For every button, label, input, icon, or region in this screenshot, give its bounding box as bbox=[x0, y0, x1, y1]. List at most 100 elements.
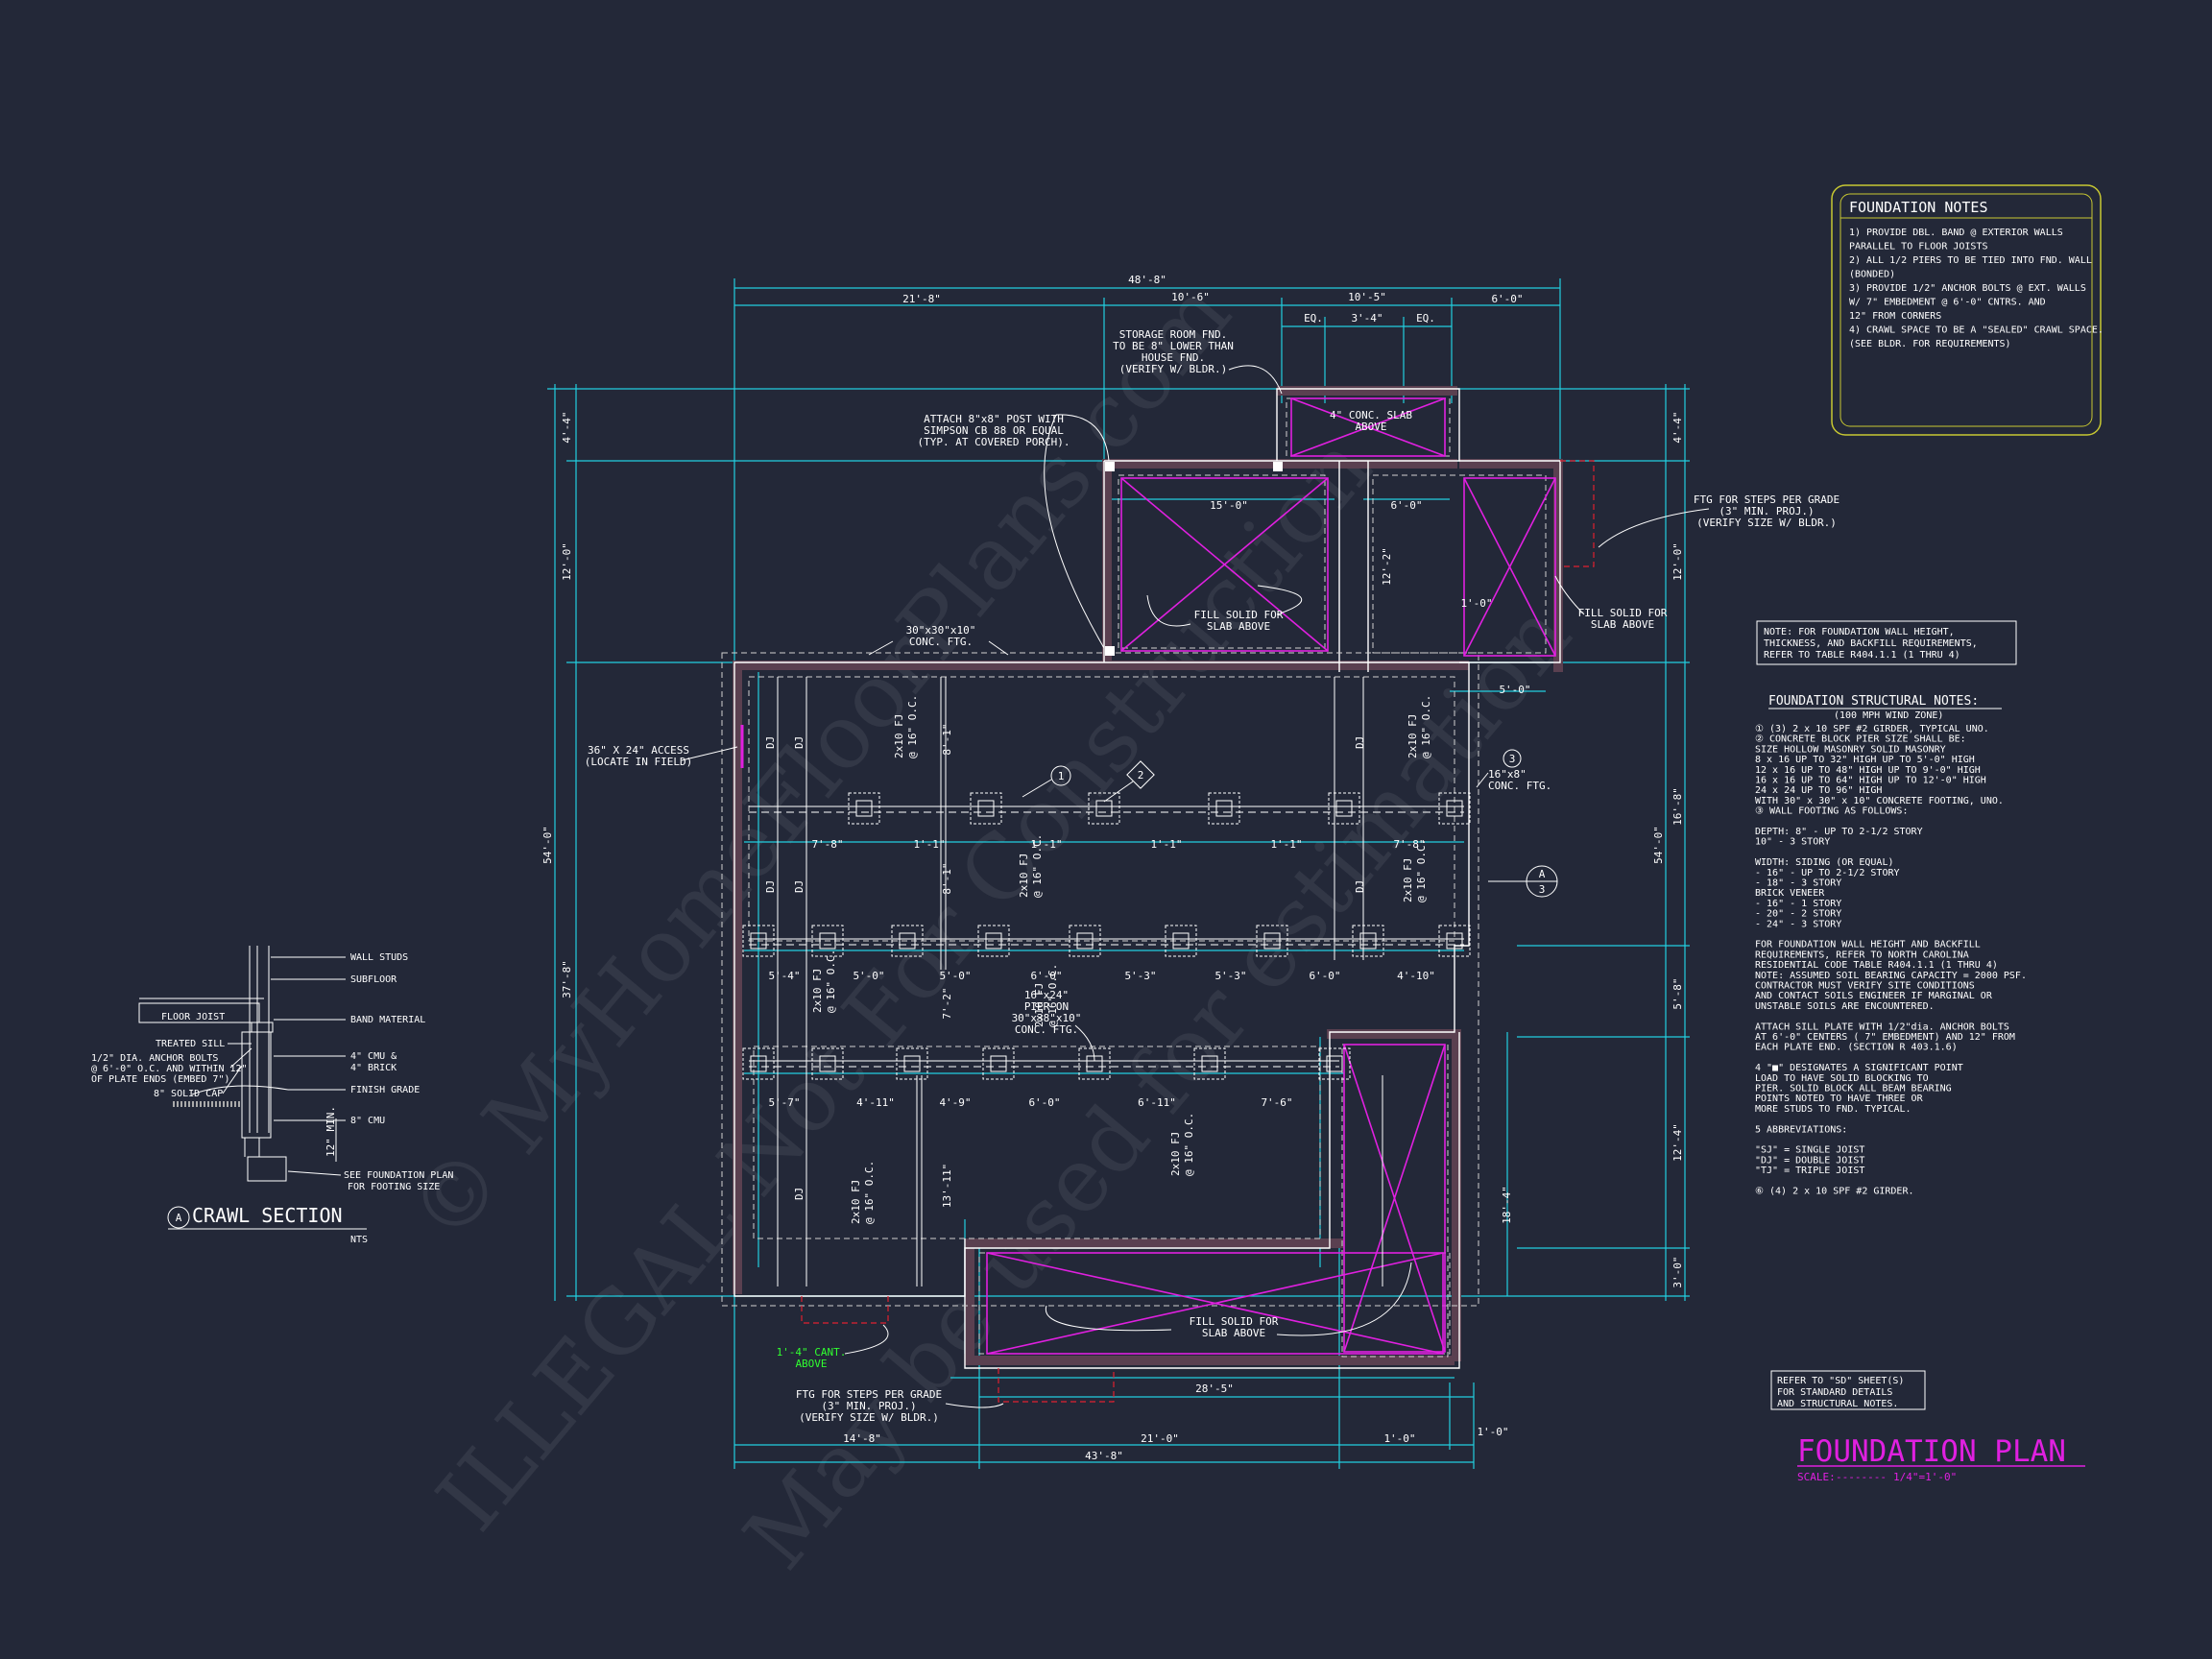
foundation-note-line: PARALLEL TO FLOOR JOISTS bbox=[1849, 242, 1988, 252]
pier-footing bbox=[1328, 792, 1360, 825]
dim-inner-1: 1'-0" bbox=[1460, 597, 1492, 610]
structural-note-line: CONTRACTOR MUST VERIFY SITE CONDITIONS bbox=[1755, 981, 1975, 992]
pier-footing bbox=[742, 1047, 775, 1080]
storage-note: STORAGE ROOM FND. bbox=[1119, 328, 1228, 341]
access-note: 36" X 24" ACCESS bbox=[588, 744, 689, 757]
structural-note-line: ② CONCRETE BLOCK PIER SIZE SHALL BE: bbox=[1755, 734, 1966, 745]
pier-footing bbox=[1208, 792, 1240, 825]
pier bbox=[1172, 932, 1190, 950]
dim-right-e: 12'-4" bbox=[1671, 1123, 1684, 1162]
structural-note-line: POINTS NOTED TO HAVE THREE OR bbox=[1755, 1094, 1924, 1104]
oc-label: @ 16" O.C. bbox=[825, 950, 837, 1013]
dim-bottom-b: 21'-0" bbox=[1141, 1432, 1179, 1445]
structural-note-line: FOR FOUNDATION WALL HEIGHT AND BACKFILL bbox=[1755, 940, 1981, 950]
structural-note-line: LOAD TO HAVE SOLID BLOCKING TO bbox=[1755, 1073, 1929, 1084]
posts bbox=[1105, 462, 1283, 656]
dim-right-a: 4'-4" bbox=[1671, 411, 1684, 443]
wall-note-box: NOTE: FOR FOUNDATION WALL HEIGHT, THICKN… bbox=[1756, 620, 2017, 665]
ftg-steps-bottom: (VERIFY SIZE W/ BLDR.) bbox=[799, 1411, 939, 1424]
dim-left-c: 37'-8" bbox=[561, 960, 573, 998]
pier-footing bbox=[896, 1047, 928, 1080]
storage-note: TO BE 8" LOWER THAN bbox=[1113, 340, 1234, 352]
structural-note-line: "SJ" = SINGLE JOIST bbox=[1755, 1145, 1864, 1156]
crawl-left-label: @ 6'-0" O.C. AND WITHIN 12" bbox=[91, 1064, 248, 1074]
structural-note-line: "DJ" = DOUBLE JOIST bbox=[1755, 1155, 1864, 1166]
storage-note: (VERIFY W/ BLDR.) bbox=[1119, 363, 1228, 375]
structural-note-line: "TJ" = TRIPLE JOIST bbox=[1755, 1166, 1864, 1176]
row2-dim: 5'-4" bbox=[768, 970, 800, 982]
pier-footing bbox=[811, 925, 844, 957]
foundation-notes-title: FOUNDATION NOTES bbox=[1849, 199, 1988, 216]
dim-bottom-c: 1'-0" bbox=[1383, 1432, 1415, 1445]
section-marker-3: 3 bbox=[1539, 883, 1546, 896]
girders-and-piers bbox=[742, 462, 1471, 1286]
dim-top-mid: 10'-6" bbox=[1171, 291, 1210, 303]
scale-dots: -------- bbox=[1836, 1471, 1887, 1483]
refer-note: FOR STANDARD DETAILS bbox=[1777, 1387, 1892, 1398]
access-note: (LOCATE IN FIELD) bbox=[585, 756, 693, 768]
post-note: (TYP. AT COVERED PORCH). bbox=[918, 436, 1070, 448]
crawl-label: FOR FOOTING SIZE bbox=[348, 1182, 440, 1192]
oc-label: @ 16" O.C. bbox=[863, 1161, 876, 1224]
pier-footing bbox=[1078, 1047, 1111, 1080]
dim-inner-8-1: 8'-1" bbox=[941, 723, 953, 755]
pier-note: 16"x24" bbox=[1024, 989, 1069, 1001]
ftg-steps-right: (VERIFY SIZE W/ BLDR.) bbox=[1696, 517, 1837, 529]
dim-inner-8-1b: 8'-1" bbox=[941, 862, 953, 894]
structural-note-line: ⑥ (4) 2 x 10 SPF #2 GIRDER. bbox=[1755, 1187, 1914, 1197]
row1-dim: 1'-1" bbox=[1030, 838, 1062, 851]
row2-dim: 5'-0" bbox=[939, 970, 971, 982]
pier bbox=[1201, 1055, 1218, 1072]
pier bbox=[1359, 932, 1377, 950]
pier bbox=[1446, 800, 1463, 817]
crawl-left-label: FLOOR JOIST bbox=[161, 1012, 225, 1022]
pier bbox=[750, 932, 767, 950]
cant-note: 1'-4" CANT. bbox=[777, 1346, 847, 1358]
structural-note-line: REQUIREMENTS, REFER TO NORTH CAROLINA bbox=[1755, 950, 1969, 960]
tag-3: 3 bbox=[1509, 753, 1516, 765]
plan-title: FOUNDATION PLAN bbox=[1797, 1434, 2066, 1469]
dj-label: DJ bbox=[764, 880, 777, 893]
dim-inner-15: 15'-0" bbox=[1210, 499, 1248, 512]
row3-dim: 4'-11" bbox=[856, 1096, 895, 1109]
pier bbox=[819, 932, 836, 950]
pier bbox=[855, 800, 873, 817]
fill-solid-2: SLAB ABOVE bbox=[1591, 618, 1654, 631]
pier bbox=[750, 1055, 767, 1072]
structural-note-line: ATTACH SILL PLATE WITH 1/2"dia. ANCHOR B… bbox=[1755, 1022, 2009, 1032]
dj-label: DJ bbox=[793, 736, 805, 749]
pier bbox=[903, 1055, 921, 1072]
cant-note: ABOVE bbox=[795, 1358, 827, 1370]
row-2-dims: 5'-4" 5'-0" 5'-0" 6'-0" 5'-3" 5'-3" 6'-0… bbox=[768, 970, 1434, 982]
pier-note: 30"x38"x10" bbox=[1012, 1012, 1082, 1024]
tag-2: 2 bbox=[1138, 769, 1144, 781]
ftg-steps-bottom: (3" MIN. PROJ.) bbox=[821, 1400, 916, 1412]
structural-notes-subtitle: (100 MPH WIND ZONE) bbox=[1834, 710, 1943, 721]
dim-right-d: 5'-8" bbox=[1671, 977, 1684, 1009]
fj-label: 2x10 FJ bbox=[1033, 983, 1046, 1027]
dim-top-left: 21'-8" bbox=[902, 293, 941, 305]
pier bbox=[1215, 800, 1233, 817]
dim-inner-13-11: 13'-11" bbox=[941, 1164, 953, 1208]
crawl-label: FINISH GRADE bbox=[350, 1085, 420, 1095]
row1-dim: 1'-1" bbox=[1270, 838, 1302, 851]
structural-note-line: AT 6'-0" CENTERS ( 7" EMBEDMENT) AND 12"… bbox=[1755, 1032, 2015, 1043]
row3-dim: 5'-7" bbox=[768, 1096, 800, 1109]
dim-top-mid2: 10'-5" bbox=[1348, 291, 1386, 303]
pier-note: CONC. FTG. bbox=[1015, 1023, 1078, 1036]
structural-notes-title: FOUNDATION STRUCTURAL NOTES: bbox=[1768, 694, 1979, 709]
pier-footing bbox=[1088, 792, 1120, 825]
dim-left-a: 4'-4" bbox=[561, 411, 573, 443]
row2-dim: 5'-3" bbox=[1214, 970, 1246, 982]
conc-ftg2-note: CONC. FTG. bbox=[1488, 780, 1551, 792]
pier-footing bbox=[1438, 925, 1471, 957]
dimension-labels: 48'-8" 21'-8" 10'-6" 10'-5" 6'-0" EQ. 3'… bbox=[541, 274, 1684, 1462]
dj-label: DJ bbox=[793, 880, 805, 893]
dj-label: DJ bbox=[1354, 880, 1366, 893]
foundation-note-line: 1) PROVIDE DBL. BAND @ EXTERIOR WALLS bbox=[1849, 228, 2063, 238]
pier bbox=[1446, 932, 1463, 950]
structural-note-line: EACH PLATE END. (SECTION R 403.1.6) bbox=[1755, 1043, 1958, 1053]
structural-note-line: WITH 30" x 30" x 10" CONCRETE FOOTING, U… bbox=[1755, 796, 2004, 806]
wall-note: NOTE: FOR FOUNDATION WALL HEIGHT, bbox=[1764, 627, 1955, 637]
row3-dim: 4'-9" bbox=[939, 1096, 971, 1109]
